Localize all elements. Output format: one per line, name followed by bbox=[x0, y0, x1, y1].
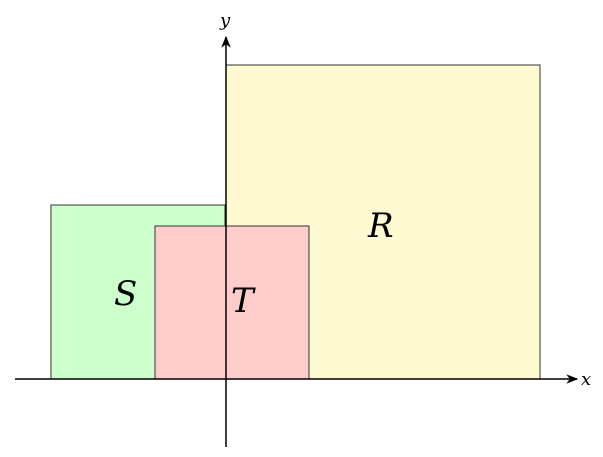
x-axis-label: x bbox=[581, 369, 591, 390]
region-r-label: R bbox=[367, 206, 394, 246]
region-t-rect bbox=[154, 225, 310, 380]
y-axis-label: y bbox=[219, 10, 231, 31]
region-s-label: S bbox=[114, 274, 137, 314]
region-t-label: T bbox=[231, 281, 256, 321]
